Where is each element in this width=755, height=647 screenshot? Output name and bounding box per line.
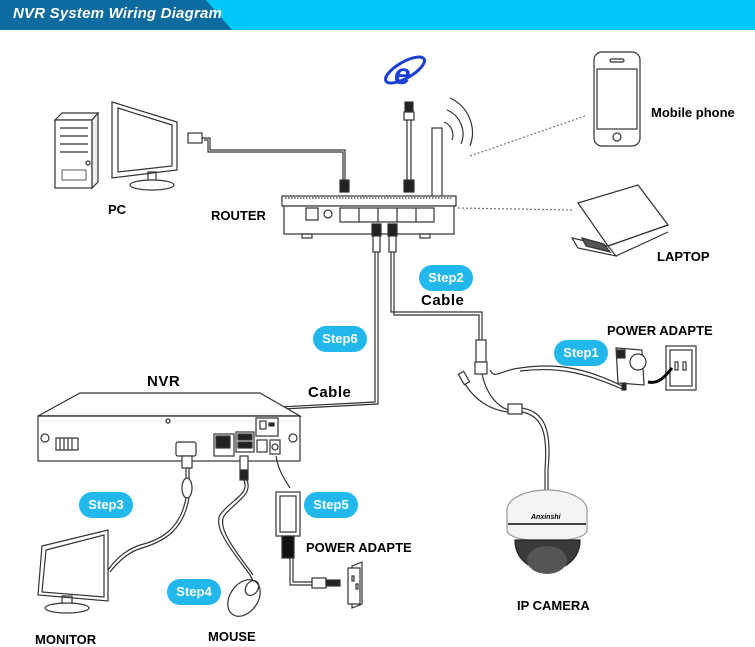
nvr-label: NVR: [147, 373, 181, 390]
mobile-phone-icon: [593, 51, 641, 147]
internet-cable: [403, 101, 415, 193]
wireless-link-laptop: [457, 207, 573, 211]
step3-badge: Step3: [79, 492, 133, 518]
pc-monitor-icon: [111, 101, 178, 191]
step6-cable-label: Cable: [308, 384, 352, 401]
mouse-icon: [227, 579, 261, 617]
pc-ethernet-cable: [187, 132, 350, 193]
camera-pigtail-cable: [457, 339, 623, 490]
mouse-label: MOUSE: [208, 629, 256, 644]
router-icon: [281, 127, 457, 239]
vga-cable: [107, 455, 193, 573]
header-banner-accent: [0, 0, 232, 30]
nvr-icon: [37, 392, 303, 462]
monitor-label: MONITOR: [35, 632, 97, 647]
router-label: ROUTER: [211, 208, 266, 223]
step2-cable: [387, 223, 483, 340]
pc-tower-icon: [53, 111, 100, 190]
svg-text:e: e: [394, 58, 411, 91]
internet-explorer-icon: e: [384, 55, 426, 91]
mobile-phone-label: Mobile phone: [651, 105, 735, 120]
nvr-power-adapter-icon: [275, 455, 363, 609]
step2-badge: Step2: [419, 265, 473, 291]
ip-camera-label: IP CAMERA: [517, 598, 590, 613]
wireless-link-mobile: [469, 115, 586, 157]
step4-badge: Step4: [167, 579, 221, 605]
wifi-signal-icon: [443, 97, 474, 147]
monitor-icon: [37, 529, 109, 614]
page-title: NVR System Wiring Diagram: [13, 5, 223, 22]
pc-label: PC: [108, 202, 127, 217]
step5-badge: Step5: [304, 492, 358, 518]
step2-cable-label: Cable: [421, 292, 465, 309]
camera-brand: Anxinshi: [530, 514, 562, 521]
camera-power-adapter-label: POWER ADAPTE: [607, 323, 713, 338]
step1-badge: Step1: [554, 340, 608, 366]
nvr-power-adapter-label: POWER ADAPTE: [306, 540, 412, 555]
ip-camera-icon: Anxinshi: [506, 489, 588, 574]
laptop-label: LAPTOP: [657, 249, 710, 264]
camera-power-adapter-icon: [615, 345, 697, 391]
laptop-icon: [570, 184, 669, 257]
step6-badge: Step6: [313, 326, 367, 352]
